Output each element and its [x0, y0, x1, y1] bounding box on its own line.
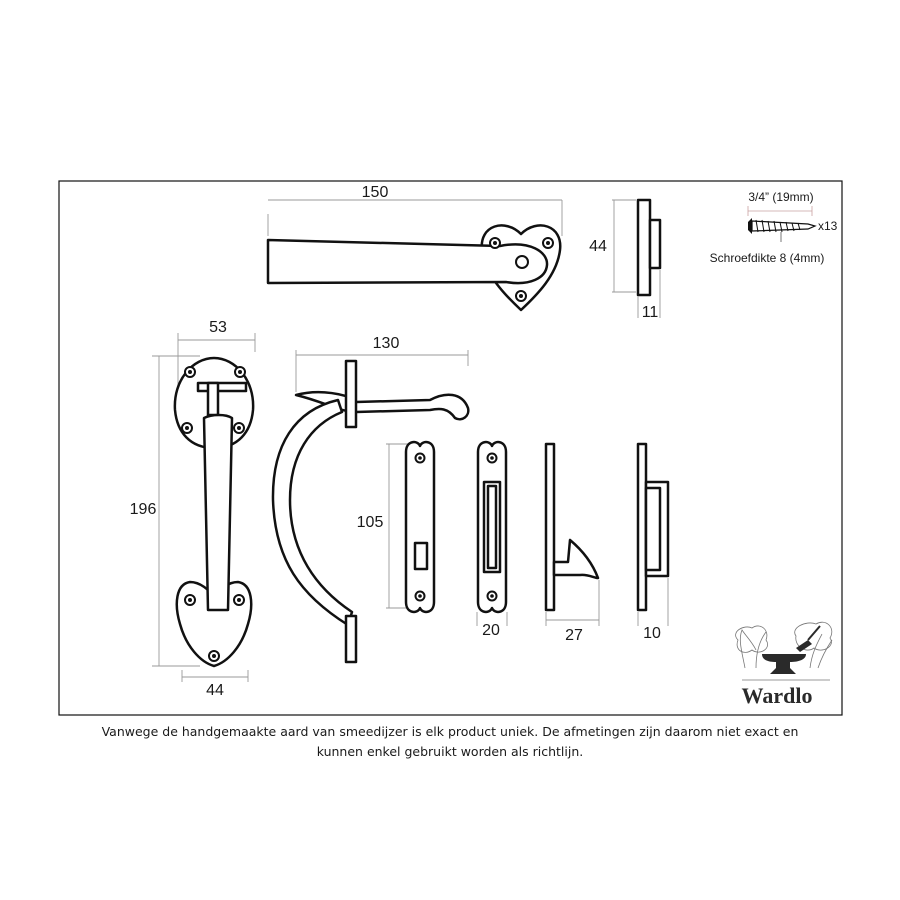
- dim-thumb-lever-length: 130: [373, 335, 400, 352]
- dim-keeper-depth: 11: [642, 304, 659, 321]
- top-lever-drawing: 150: [266, 184, 563, 312]
- drawing-frame: [58, 180, 843, 716]
- pull-handle-drawing: 53 196 44: [130, 319, 256, 699]
- dim-staple-plate-width: 20: [482, 622, 500, 639]
- dim-top-lever-length: 150: [362, 184, 389, 201]
- handle-grip: [202, 413, 234, 612]
- disclaimer-line-1: Vanwege de handgemaakte aard van smeedij…: [101, 724, 799, 739]
- screw-length: 3/4” (19mm): [748, 190, 813, 204]
- dim-handle-bottom-width: 44: [206, 682, 224, 699]
- dim-keeper-height: 44: [589, 238, 607, 255]
- screw-gauge: Schroefdikte 8 (4mm): [710, 251, 825, 265]
- thumb-plate: [344, 359, 358, 429]
- dim-handle-plate-width: 53: [209, 319, 227, 336]
- wardlo-logo: Wardlo: [735, 621, 833, 708]
- thumb-latch-drawing: 130: [271, 335, 470, 664]
- screw-count: x13: [818, 219, 838, 233]
- keeper-plate-side-drawing: 10: [636, 442, 670, 642]
- tree-icon: [735, 621, 833, 669]
- brand-name: Wardlo: [742, 683, 813, 708]
- disclaimer: Vanwege de handgemaakte aard van smeedij…: [60, 722, 840, 762]
- lever-bar: [266, 238, 549, 285]
- hook-plate: [544, 442, 556, 612]
- screw-spec: 3/4” (19mm) x13 Schroefdikte 8 (4mm): [710, 190, 838, 265]
- dim-hook-depth: 27: [565, 627, 583, 644]
- slotted-plate: [404, 440, 436, 614]
- disclaimer-line-2: kunnen enkel gebruikt worden als richtli…: [316, 744, 584, 759]
- keeper-plate: [636, 198, 652, 297]
- dim-keeper-plate-depth: 10: [643, 625, 661, 642]
- keeper-side-drawing: 44 11: [589, 198, 662, 321]
- keeper-body: [648, 218, 662, 270]
- dim-slotted-plate-height: 105: [357, 514, 384, 531]
- bow-handle-foot: [344, 614, 358, 664]
- staple-plate-drawing: 20: [476, 440, 508, 639]
- hook-catch: [552, 538, 600, 580]
- slotted-plate-drawing: 105: [357, 440, 436, 614]
- anvil-icon: [762, 625, 821, 674]
- dim-handle-height: 196: [130, 501, 157, 518]
- bow-handle: [271, 398, 354, 627]
- screw-icon: [748, 218, 817, 242]
- hook-side-drawing: 27: [544, 442, 600, 644]
